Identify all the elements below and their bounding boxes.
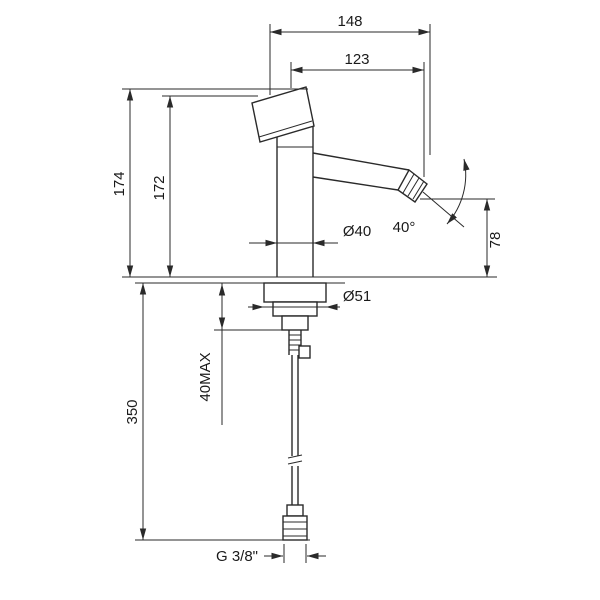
dim-label-spout-projection: 123 — [344, 51, 369, 68]
dim-label-total-width: 148 — [337, 13, 362, 30]
hose-collar — [286, 504, 304, 517]
aerator — [397, 168, 428, 203]
dim-label-supply-length: 350 — [124, 399, 141, 424]
handle-seam-line — [258, 120, 313, 138]
dim-label-total-height: 174 — [111, 171, 128, 196]
dim-outlet-height: 78 — [420, 198, 504, 277]
angle-arc — [446, 158, 470, 225]
dim-label-body-height: 172 — [151, 175, 168, 200]
dim-label-spout-angle: 40° — [393, 219, 416, 236]
dim-deck-thickness: 40MAX — [197, 283, 288, 425]
lever-handle — [251, 86, 315, 143]
angle-reference-line — [422, 191, 465, 228]
hose-break-1 — [287, 454, 303, 459]
fixing-clip — [298, 345, 311, 359]
aerator-hatch-3 — [412, 180, 425, 200]
base-ring — [272, 301, 318, 317]
dim-thread-size: G 3/8" — [216, 544, 326, 565]
aerator-hatch-2 — [407, 177, 420, 197]
dim-total-height: 174 — [111, 88, 308, 277]
spout-angle-indicator: 40° — [393, 158, 470, 236]
base-neck — [281, 315, 309, 331]
hose-break-2 — [287, 460, 303, 465]
spout-bottom-edge — [312, 176, 399, 191]
spout-top-edge — [312, 152, 410, 171]
dim-label-thread-size: G 3/8" — [216, 548, 258, 565]
dim-label-base-diameter: Ø51 — [343, 288, 371, 305]
dim-label-outlet-height: 78 — [487, 232, 504, 249]
base-flange — [263, 282, 327, 303]
aerator-hatch-1 — [402, 173, 415, 194]
faucet-outline — [122, 86, 497, 541]
dim-total-width: 148 — [269, 13, 431, 155]
dim-body-diameter: Ø40 — [249, 223, 371, 247]
dim-label-deck-thickness: 40MAX — [197, 352, 214, 401]
dim-body-height: 172 — [151, 95, 258, 277]
dim-supply-length: 350 — [124, 283, 310, 541]
dim-label-body-diameter: Ø40 — [343, 223, 371, 240]
dim-spout-projection: 123 — [290, 51, 425, 177]
dim-base-diameter: Ø51 — [248, 288, 371, 311]
